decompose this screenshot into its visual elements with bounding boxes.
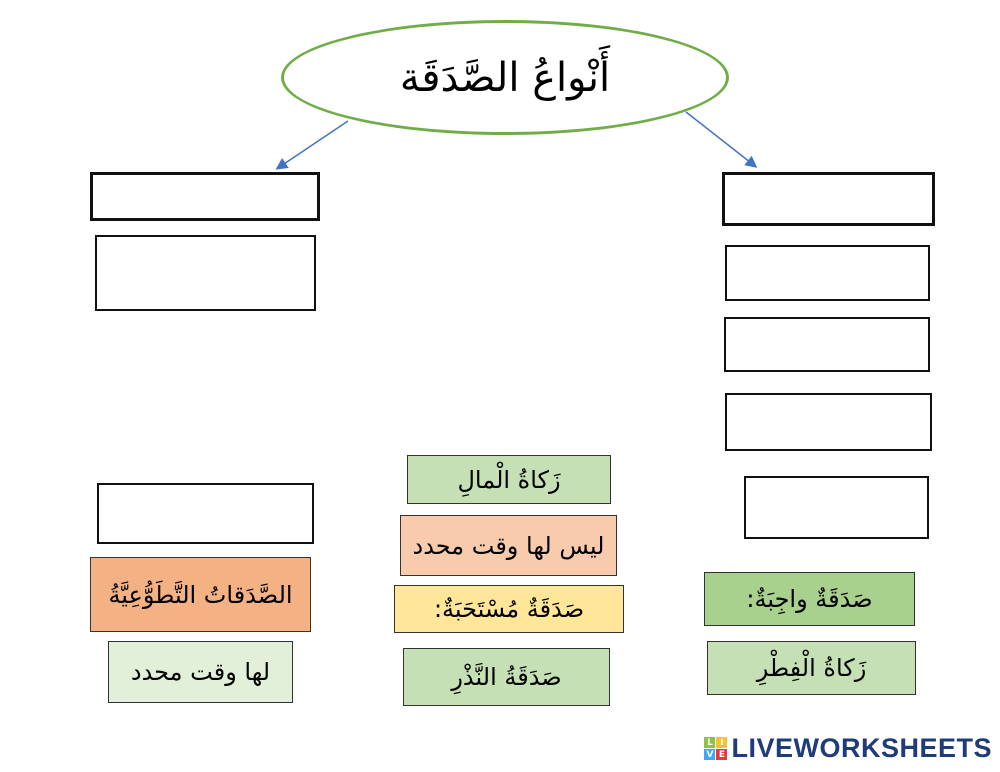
card-has-fixed-time[interactable]: لها وقت محدد xyxy=(108,641,293,703)
card-sadaqa-al-nadhr[interactable]: صَدَقَةُ النَّذْرِ xyxy=(403,648,610,706)
card-label: زَكاةُ الْمالِ xyxy=(457,465,561,494)
card-label: زَكاةُ الْفِطْرِ xyxy=(756,654,867,682)
card-label: صَدَقَةُ النَّذْرِ xyxy=(451,663,562,691)
card-zakat-al-fitr[interactable]: زَكاةُ الْفِطْرِ xyxy=(707,641,916,695)
card-no-fixed-time[interactable]: ليس لها وقت محدد xyxy=(400,515,617,576)
logo-icon: L I V E xyxy=(704,737,728,760)
card-label: ليس لها وقت محدد xyxy=(412,531,605,560)
card-zakat-al-mal[interactable]: زَكاةُ الْمالِ xyxy=(407,455,611,504)
drop-zone-right-4[interactable] xyxy=(744,476,929,539)
page-title: أَنْواعُ الصَّدَقَة xyxy=(399,54,611,101)
card-sadaqa-wajiba[interactable]: صَدَقَةٌ واجِبَةٌ: xyxy=(704,572,915,626)
drop-zone-right-heading[interactable] xyxy=(722,172,935,226)
drop-zone-left-heading[interactable] xyxy=(90,172,320,221)
title-ellipse: أَنْواعُ الصَّدَقَة xyxy=(281,20,729,135)
card-voluntary-charities[interactable]: الصَّدَقاتُ التَّطَوُّعِيَّةُ xyxy=(90,557,311,632)
drop-zone-right-1[interactable] xyxy=(725,245,930,301)
drop-zone-right-2[interactable] xyxy=(724,317,930,372)
drop-zone-left-2[interactable] xyxy=(97,483,314,544)
liveworksheets-logo: L I V E LIVEWORKSHEETS xyxy=(704,733,992,764)
card-label: صَدَقَةٌ مُسْتَحَبَةٌ: xyxy=(433,595,585,623)
drop-zone-left-1[interactable] xyxy=(95,235,316,311)
card-label: الصَّدَقاتُ التَّطَوُّعِيَّةُ xyxy=(108,580,293,609)
card-sadaqa-mustahabba[interactable]: صَدَقَةٌ مُسْتَحَبَةٌ: xyxy=(394,585,624,633)
card-label: لها وقت محدد xyxy=(130,658,271,686)
card-label: صَدَقَةٌ واجِبَةٌ: xyxy=(746,585,873,613)
logo-text: LIVEWORKSHEETS xyxy=(731,733,992,763)
drop-zone-right-3[interactable] xyxy=(725,393,932,451)
